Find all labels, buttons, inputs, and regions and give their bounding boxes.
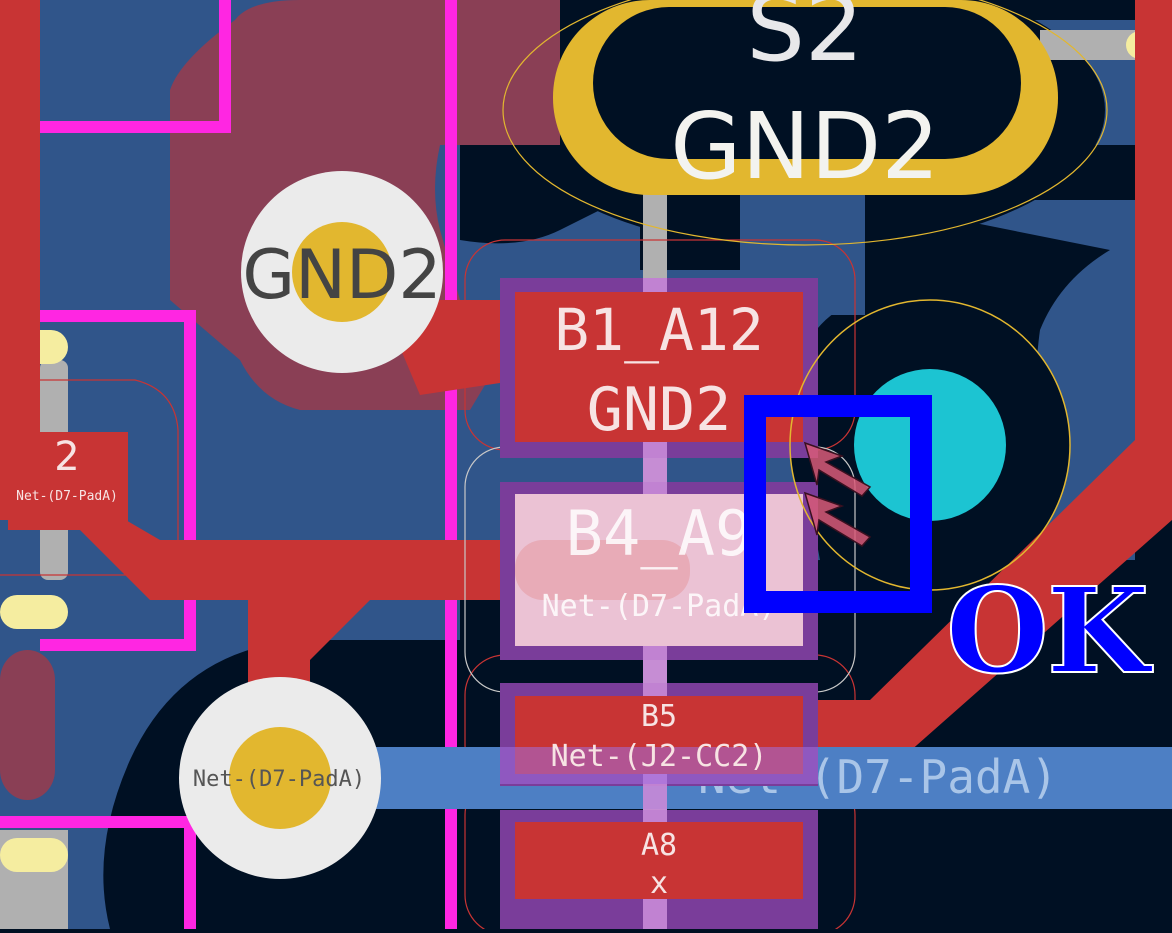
pad-d7-2[interactable] xyxy=(8,432,128,530)
pad-s2-number: S2 xyxy=(747,0,864,82)
pad-a8[interactable] xyxy=(515,822,803,899)
selection-box[interactable] xyxy=(744,395,932,613)
pad-a8-net: x xyxy=(650,866,668,901)
pad-s2-net: GND2 xyxy=(670,93,940,200)
pad-a8-number: A8 xyxy=(641,828,677,863)
pad-b4-a9-net: Net-(D7-PadA) xyxy=(542,589,777,624)
pad-b1-a12-number: B1_A12 xyxy=(554,296,764,364)
pad-b5-net: Net-(J2-CC2) xyxy=(551,739,768,774)
cursor-arrows-icon xyxy=(803,441,872,547)
pad-b5-number: B5 xyxy=(641,699,677,734)
ok-label: OK xyxy=(945,561,1150,700)
pad-b4-a9-number: B4_A9 xyxy=(566,497,753,570)
pad-d7-2-number: 2 xyxy=(54,434,79,480)
via-d7-label: Net-(D7-PadA) xyxy=(193,767,365,792)
via-gnd2-label: GND2 xyxy=(242,236,441,315)
pad-d7-2-net: Net-(D7-PadA) xyxy=(16,489,118,504)
pad-b1-a12-net: GND2 xyxy=(587,375,732,445)
